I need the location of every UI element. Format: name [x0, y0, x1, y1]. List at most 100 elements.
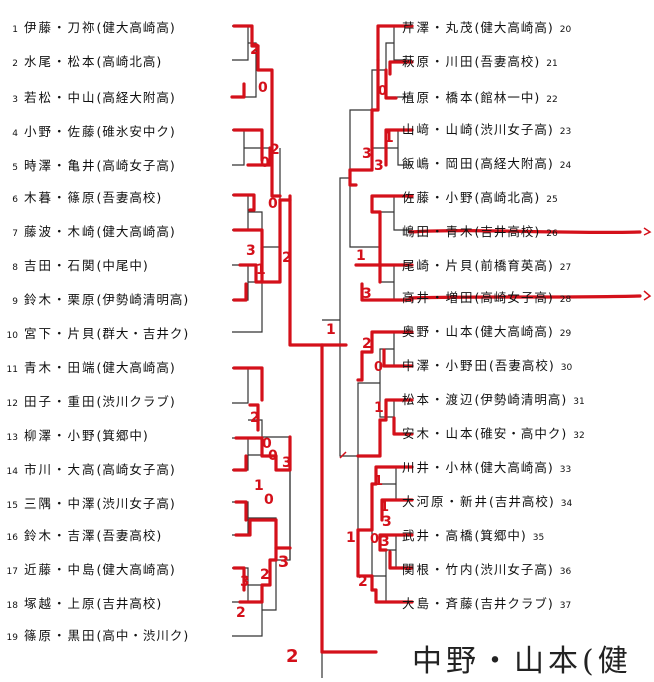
entry-team: (高崎女子高): [474, 290, 554, 305]
entry-names: 宮下・片貝: [24, 326, 97, 341]
entry-number: 20: [559, 25, 572, 35]
entry-team: (健大高崎高): [96, 224, 176, 239]
right-entry: 武井・高橋(箕郷中) 35: [402, 528, 544, 544]
entry-names: 鈴木・栗原: [24, 292, 97, 307]
entry-team: (渋川クラブ): [96, 394, 176, 409]
entry-names: 田子・重田: [24, 394, 97, 409]
score-mark: 1: [374, 400, 384, 416]
score-mark: 3: [282, 455, 292, 471]
entry-team: (吾妻高校): [489, 358, 555, 373]
entry-team: (箕郷中): [474, 528, 527, 543]
entry-number: 22: [546, 95, 558, 105]
left-entry: 19 篠原・黒田(高中・渋川ク): [4, 628, 189, 644]
entry-team: (館林一中): [474, 90, 541, 105]
entry-names: 青木・田端: [24, 360, 97, 375]
right-entry: 萩原・川田(吾妻高校)21: [402, 54, 558, 70]
score-mark: 1: [256, 262, 266, 278]
right-entry: 大島・斉藤(吉井クラブ)37: [402, 596, 571, 612]
entry-names: 安木・山本: [402, 426, 475, 441]
entry-number: 31: [573, 397, 585, 407]
entry-names: 大河原・新井: [402, 494, 490, 509]
right-entry: 中澤・小野田(吾妻高校)30: [402, 358, 572, 374]
right-entry: 山﨑・山崎(渋川女子高)23: [402, 122, 571, 138]
entry-number: 35: [532, 533, 545, 543]
entry-names: 小野・佐藤: [24, 124, 97, 139]
left-entry: 12 田子・重田(渋川クラブ): [4, 394, 176, 410]
entry-number: 12: [6, 399, 18, 409]
entry-names: 市川・大高: [24, 462, 97, 477]
entry-names: 篠原・黒田: [24, 628, 97, 643]
entry-team: (吾妻高校): [96, 528, 163, 543]
entry-number: 6: [12, 195, 18, 205]
score-mark: 0: [262, 436, 272, 452]
entry-team: (伊勢崎清明高): [474, 392, 568, 407]
entry-team: (高中・渋川ク): [96, 628, 190, 643]
entry-names: 若松・中山: [24, 90, 97, 105]
entry-number: 17: [6, 567, 18, 577]
handwritten-note: 中野・山本(健: [412, 644, 632, 679]
score-mark: 1: [380, 500, 390, 515]
entry-names: 芹澤・丸茂: [402, 20, 475, 35]
entry-names: 萩原・川田: [402, 54, 475, 69]
entry-names: 松本・渡辺: [402, 392, 475, 407]
entry-number: 16: [6, 533, 18, 543]
entry-number: 33: [559, 465, 572, 475]
entry-team: (高経大附高): [96, 90, 176, 105]
entry-names: 嶋田・青木: [402, 224, 475, 239]
score-mark: 1: [326, 322, 336, 338]
entry-number: 1: [12, 25, 18, 35]
score-mark: 2: [362, 336, 372, 352]
entry-number: 10: [6, 331, 18, 341]
entry-team: (箕郷中): [96, 428, 149, 443]
entry-names: 関根・竹内: [402, 562, 475, 577]
entry-team: (高崎北高): [474, 190, 541, 205]
entry-names: 塚越・上原: [24, 596, 97, 611]
entry-number: 5: [12, 163, 18, 173]
entry-team: (吾妻高校): [96, 190, 163, 205]
entry-team: (渋川女子高): [474, 562, 554, 577]
entry-number: 34: [560, 499, 573, 509]
right-entry: 嶋田・青木(吉井高校)26: [402, 224, 558, 240]
right-bracket-lines: [322, 25, 412, 603]
entry-names: 柳澤・小野: [24, 428, 97, 443]
score-mark: 2: [270, 142, 280, 158]
entry-number: 29: [559, 329, 572, 339]
entry-names: 中澤・小野田: [402, 358, 490, 373]
entry-team: (健大高崎高): [96, 360, 176, 375]
entry-number: 2: [12, 59, 18, 69]
right-entry: 飯嶋・岡田(高経大附高)24: [402, 156, 571, 172]
score-mark: 0: [268, 196, 278, 212]
right-entry: 尾崎・片貝(前橋育英高)27: [402, 258, 571, 274]
right-entry: 川井・小林(健大高崎高)33: [402, 460, 571, 476]
entry-team: (吉井高校): [489, 494, 555, 509]
score-mark: 3: [278, 552, 290, 571]
entry-names: 三隅・中澤: [24, 496, 97, 511]
entry-names: 近藤・中島: [24, 562, 97, 577]
entry-names: 水尾・松本: [24, 54, 97, 69]
score-mark: 1: [346, 530, 356, 546]
entry-number: 19: [6, 633, 18, 643]
entry-names: 飯嶋・岡田: [402, 156, 475, 171]
score-mark: 3: [362, 286, 372, 302]
entry-team: (碓氷安中ク): [96, 124, 176, 139]
entry-number: 21: [546, 59, 558, 69]
score-mark: 0: [374, 360, 384, 375]
right-entry: 奥野・山本(健大高崎高)29: [402, 324, 571, 340]
entry-number: 8: [12, 263, 18, 273]
entry-names: 吉田・石関: [24, 258, 97, 273]
entry-team: (群大・吉井ク): [96, 326, 190, 341]
score-mark: 2: [250, 40, 261, 58]
entry-team: (前橋育英高): [474, 258, 554, 273]
right-entry: 植原・橋本(館林一中)22: [402, 90, 558, 106]
entry-names: 木暮・篠原: [24, 190, 97, 205]
entry-names: 武井・高橋: [402, 528, 475, 543]
entry-names: 伊藤・刀祢: [24, 20, 97, 35]
